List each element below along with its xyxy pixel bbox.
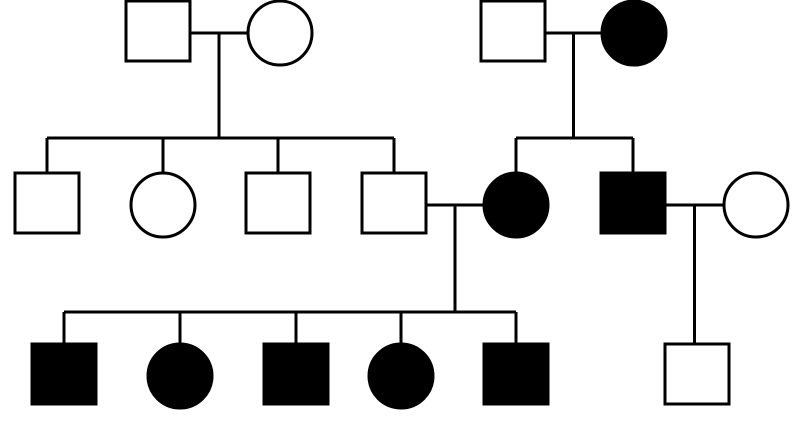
g1-female-right-circle-symbol [600, 0, 668, 67]
g2-male-3-square-symbol [360, 171, 428, 235]
g2-male-2-square-symbol [244, 171, 312, 235]
g3-male-2-square-symbol [262, 342, 330, 406]
g2-female-1-circle-symbol [129, 171, 197, 239]
g2-male-1-square-symbol [13, 171, 81, 235]
g1-male-left-square-symbol [124, 0, 192, 63]
g1-female-left-circle-symbol [246, 0, 314, 67]
g2-female-3-circle-symbol [722, 171, 790, 239]
g3-male-3-square-symbol [482, 342, 550, 406]
g2-male-4-square-symbol [599, 171, 667, 235]
g3-male-1-square-symbol [30, 342, 98, 406]
pedigree-lines [45, 31, 724, 344]
g1-male-right-square-symbol [479, 0, 547, 63]
g3-female-2-circle-symbol [367, 342, 435, 410]
g3-female-1-circle-symbol [146, 342, 214, 410]
g2-female-2-circle-symbol [482, 171, 550, 239]
g3-male-4-square-symbol [663, 342, 731, 406]
pedigree-symbols [13, 0, 790, 410]
